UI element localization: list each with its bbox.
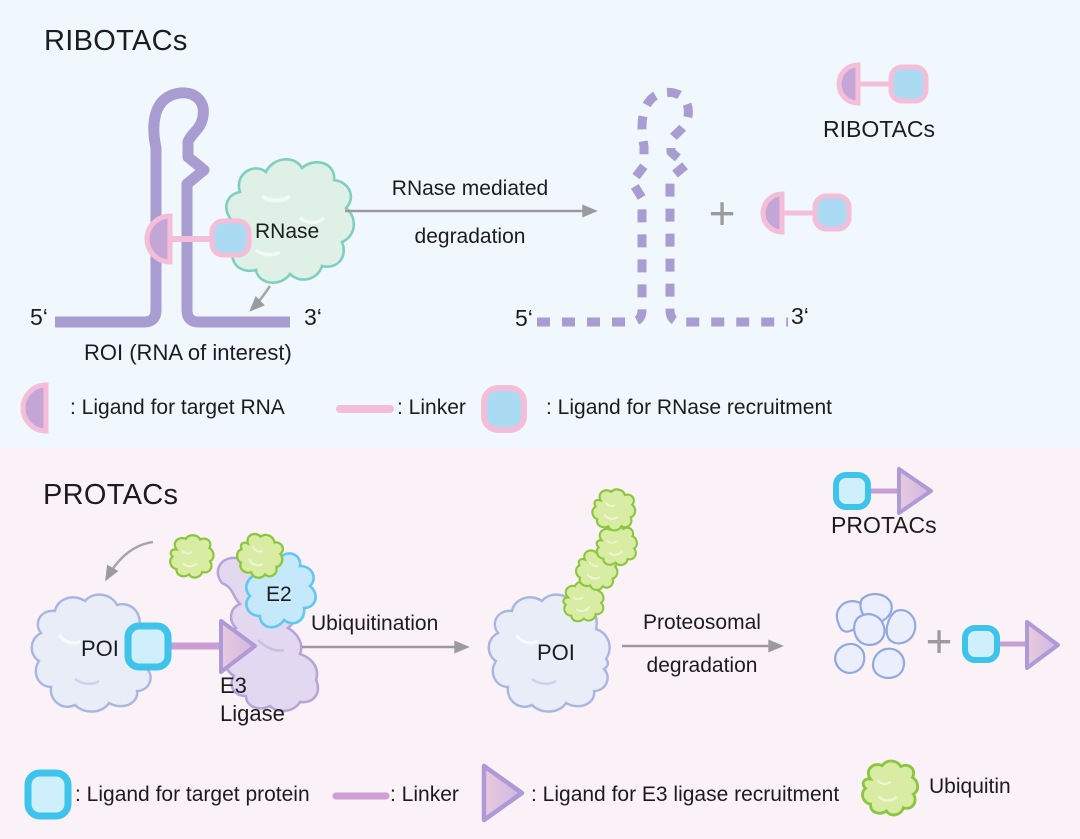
- target-rna-ligand-icon: [144, 213, 173, 265]
- target-rna-ligand-icon: [836, 62, 861, 106]
- ubiquitin-icon: [169, 534, 215, 579]
- target-protein-ligand-icon: [833, 472, 871, 510]
- legend-target-rna-ligand-icon: [20, 382, 49, 434]
- ubiquitination-arrow-label: Ubiquitination: [311, 612, 439, 635]
- rnase-ligand-icon: [888, 64, 929, 104]
- e2-label: E2: [266, 583, 292, 606]
- rnase-label: RNase: [255, 220, 320, 243]
- released-ribotac: [760, 191, 852, 235]
- e3-label-line2: Ligase: [220, 701, 285, 726]
- poi-label: POI: [81, 636, 119, 661]
- target-protein-ligand-icon: [124, 622, 172, 671]
- five-prime-label: 5‘: [30, 304, 48, 330]
- target-rna-ligand-icon: [760, 191, 785, 235]
- legend-rnase-ligand-icon: [481, 385, 527, 433]
- rnase-arrow-label-line2: degradation: [414, 225, 526, 248]
- degradation-arrow-label-line1: Proteosomal: [643, 611, 761, 634]
- ribotac-on-rna: [144, 213, 252, 265]
- legend-target-protein-ligand-icon: [24, 769, 72, 820]
- ribotac-molecule-key: [836, 62, 929, 106]
- poi-label: POI: [537, 640, 575, 665]
- protac-molecule-key: [833, 467, 933, 515]
- legend-label-target-rna: : Ligand for target RNA: [70, 396, 285, 419]
- legend-ubiquitin-icon: [861, 759, 920, 817]
- e3-ligand-triangle-icon: [897, 467, 933, 515]
- ribotacs-product-label: RIBOTACs: [823, 116, 936, 142]
- degraded-rna-hairpin: [537, 88, 788, 327]
- legend-label-target-protein: : Ligand for target protein: [75, 783, 310, 806]
- protacs-title: PROTACs: [43, 479, 179, 511]
- plus-icon: +: [925, 615, 953, 667]
- roi-caption: ROI (RNA of interest): [84, 340, 292, 365]
- plus-icon: +: [708, 187, 736, 239]
- e3-ligand-triangle-icon: [1025, 620, 1060, 670]
- rnase-arrow-label-line1: RNase mediated: [391, 177, 549, 200]
- legend-label-rnase-ligand: : Ligand for RNase recruitment: [546, 396, 832, 419]
- released-protac: [962, 620, 1060, 670]
- five-prime-label: 5‘: [515, 305, 533, 331]
- e3-label-line1: E3: [220, 673, 247, 698]
- rnase-ligand-icon: [209, 218, 252, 258]
- legend-label-linker: : Linker: [397, 396, 466, 419]
- rnase-cleavage-arrow: [249, 285, 272, 312]
- legend-label-linker: : Linker: [390, 783, 459, 806]
- legend-label-ubiquitin: Ubiquitin: [929, 775, 1011, 798]
- legend-label-e3-ligand: : Ligand for E3 ligase recruitment: [531, 783, 840, 806]
- degraded-protein-fragments: [834, 593, 917, 679]
- protacs-product-label: PROTACs: [831, 512, 937, 538]
- three-prime-label: 3‘: [791, 303, 809, 329]
- rna-hairpin: [55, 87, 290, 328]
- target-protein-ligand-icon: [962, 625, 1000, 663]
- e3-ligand-triangle-icon: [219, 619, 257, 674]
- rnase-ligand-icon: [812, 193, 852, 232]
- degradation-arrow-label-line2: degradation: [646, 654, 758, 677]
- three-prime-label: 3‘: [304, 304, 322, 330]
- poi-recruitment-arrow: [105, 540, 154, 582]
- rnase-blob: [220, 158, 356, 284]
- legend-e3-ligand-triangle-icon: [481, 763, 525, 823]
- ribotacs-title: RIBOTACs: [44, 25, 188, 57]
